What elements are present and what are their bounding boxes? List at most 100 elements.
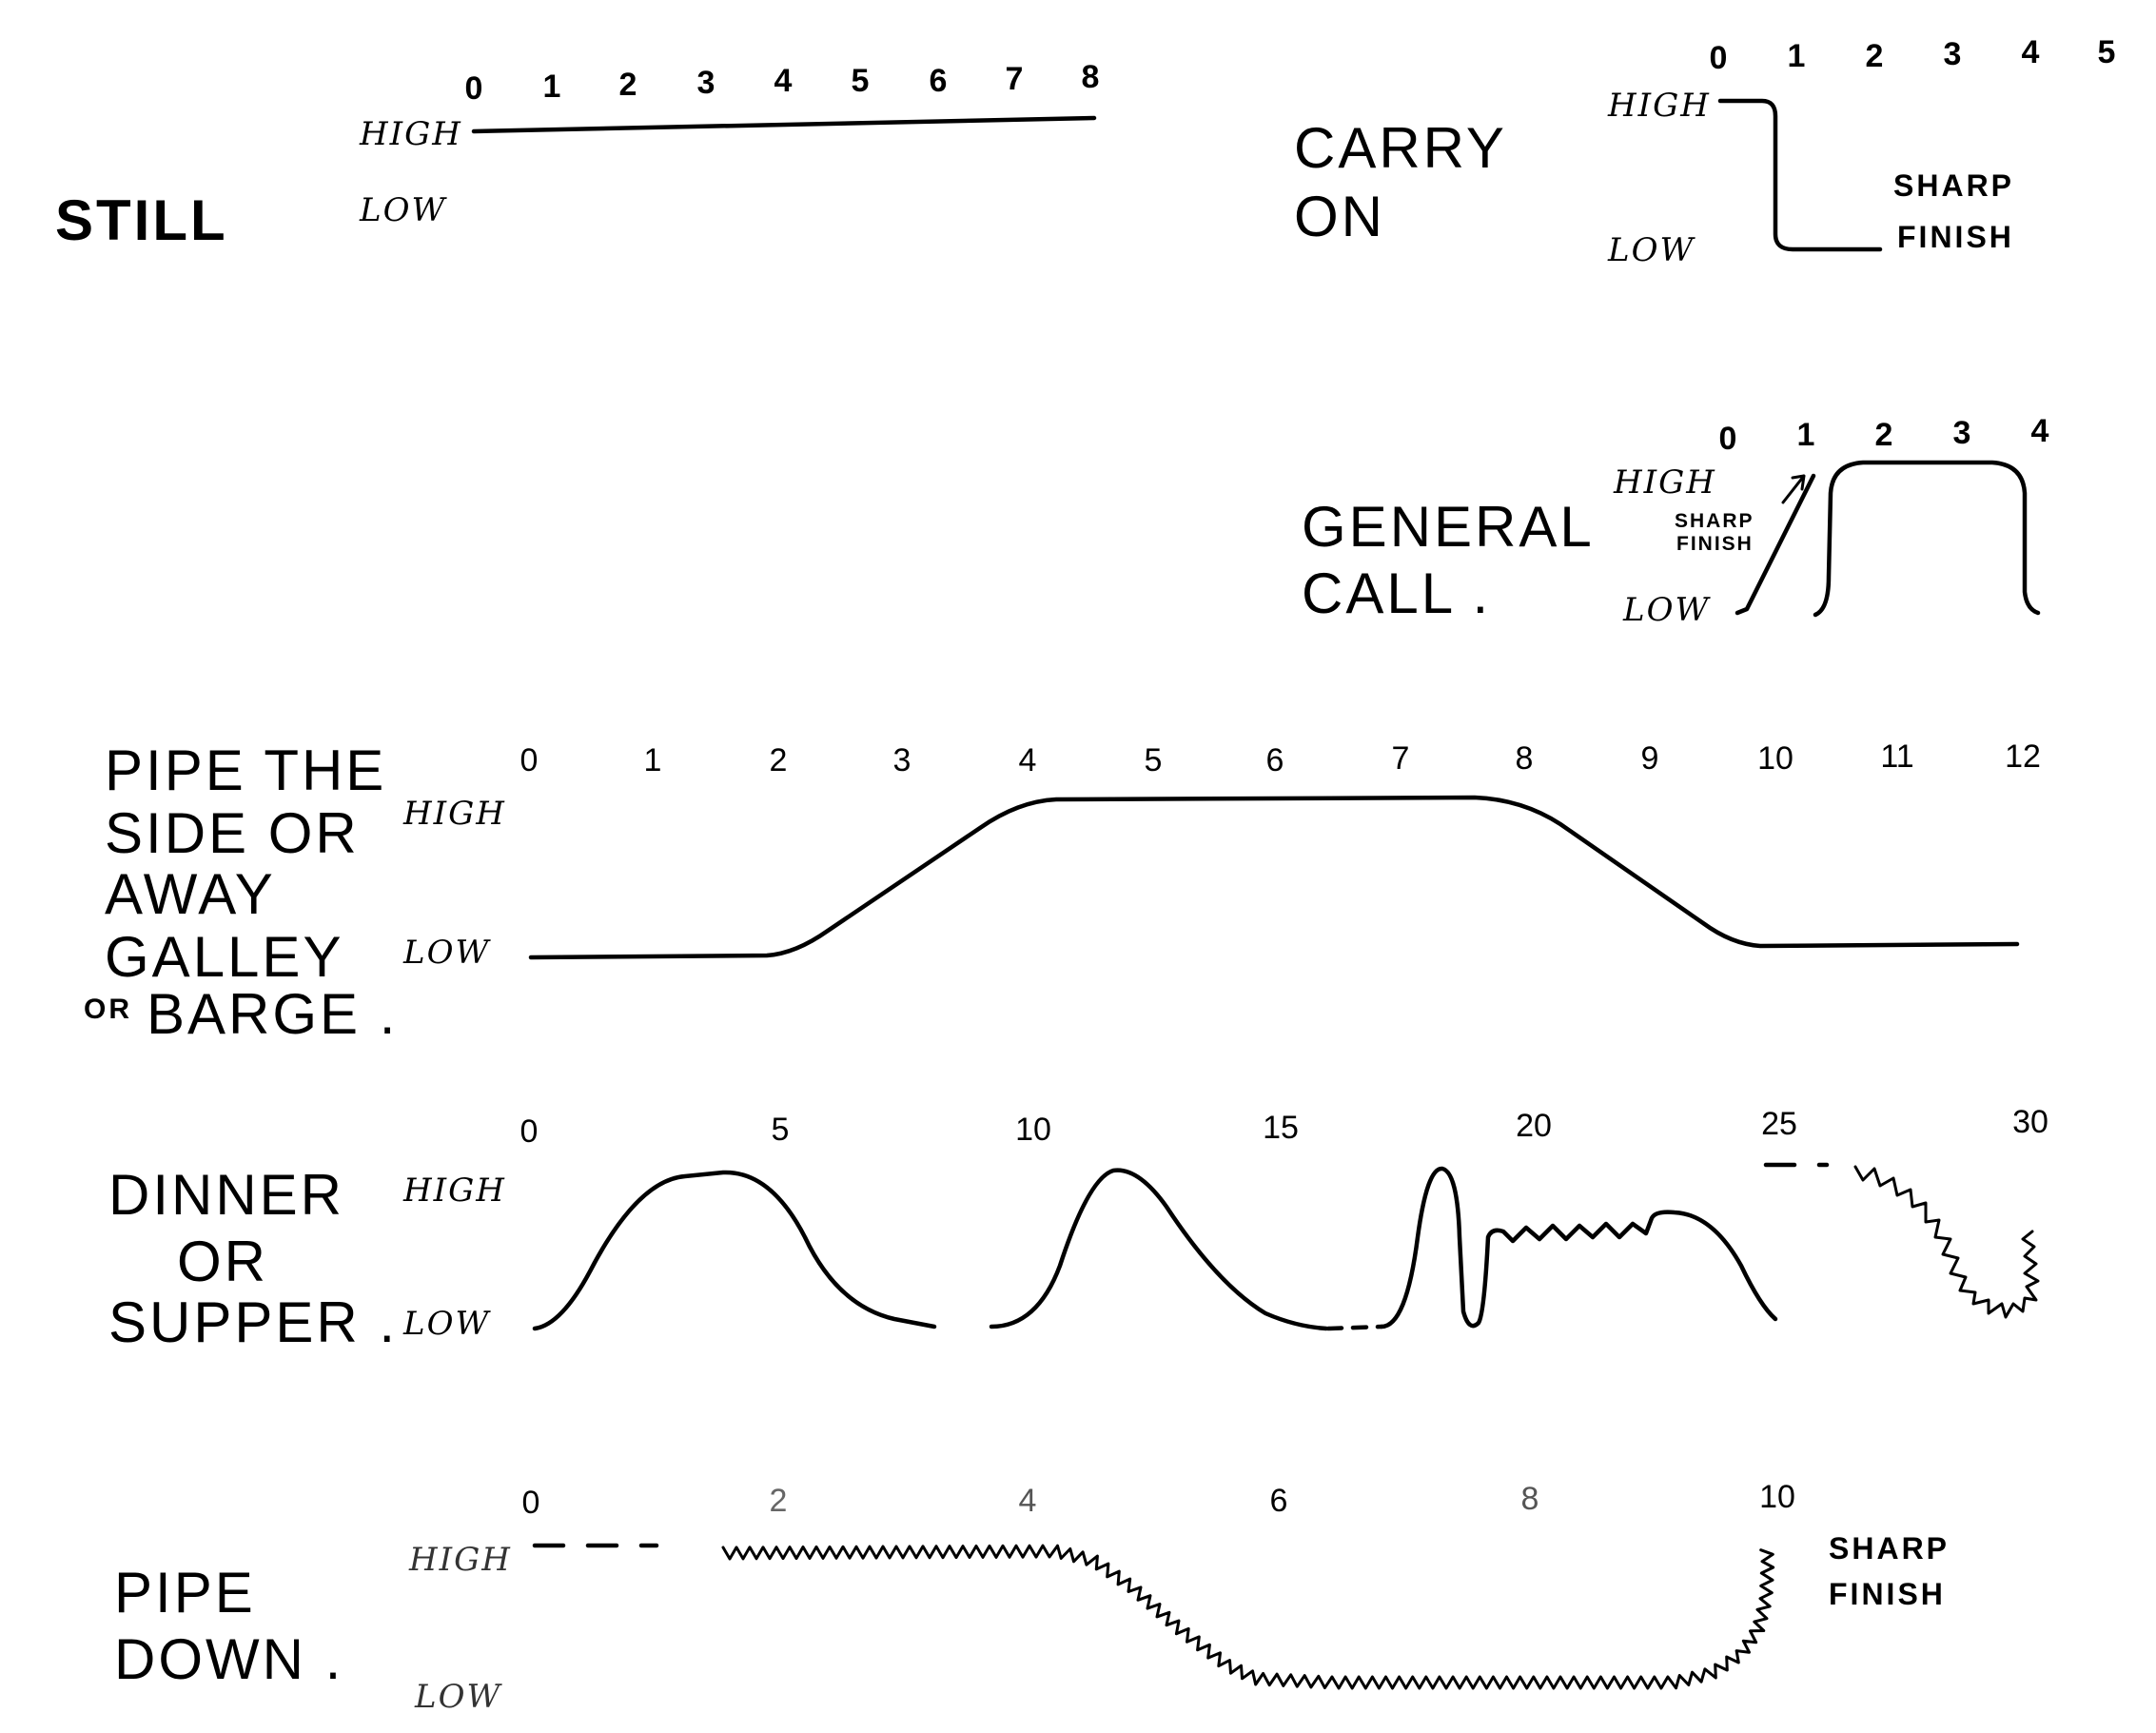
general-call-title-line2: CALL . [1302, 561, 1491, 625]
carry-on-tick: 2 [1866, 38, 1884, 74]
pipe-side-low-label: LOW [402, 934, 491, 972]
panel-still: STILL HIGH LOW 0 1 2 3 4 5 6 7 8 [55, 59, 1099, 252]
dinner-title-line1: DINNER [108, 1163, 344, 1227]
carry-on-tick: 3 [1944, 36, 1962, 72]
general-call-ticks: 0 1 2 3 4 [1719, 413, 2049, 457]
pipe-side-tick: 8 [1516, 740, 1534, 777]
carry-on-title-line1: CARRY [1294, 116, 1507, 180]
pipe-side-tick: 0 [520, 742, 539, 778]
pipe-side-tick: 4 [1019, 742, 1037, 778]
pipe-down-title-line1: PIPE [114, 1561, 256, 1625]
pipe-side-high-label: HIGH [402, 795, 506, 833]
pipe-side-tick: 2 [770, 742, 788, 778]
still-tick: 3 [697, 65, 715, 101]
still-tick: 5 [852, 63, 870, 99]
still-tick: 8 [1082, 59, 1100, 95]
pipe-down-tick: 10 [1759, 1479, 1795, 1515]
still-tick: 7 [1006, 61, 1024, 97]
still-ticks: 0 1 2 3 4 5 6 7 8 [465, 59, 1100, 107]
pipe-side-tick: 3 [893, 742, 911, 778]
pipe-down-ticks: 0 2 4 6 8 10 [522, 1479, 1795, 1521]
carry-on-pitch-curve [1717, 98, 1883, 252]
pipe-side-title-line4: GALLEY [105, 925, 343, 989]
dinner-note-1 [532, 1170, 937, 1331]
pipe-side-tick: 9 [1641, 740, 1659, 777]
pipe-down-low-label: LOW [414, 1678, 502, 1716]
pipe-side-tick: 10 [1757, 740, 1793, 777]
general-call-title-line1: GENERAL [1302, 495, 1595, 559]
pipe-side-tick: 6 [1266, 742, 1284, 778]
pipe-side-pitch-curve [528, 795, 2020, 960]
pipe-side-title-line1: PIPE THE [105, 738, 386, 802]
carry-on-ticks: 0 1 2 3 4 5 [1710, 34, 2116, 76]
dinner-title-line3: SUPPER . [108, 1290, 398, 1354]
dinner-tick: 20 [1516, 1108, 1552, 1144]
pipe-down-tick: 2 [770, 1483, 788, 1519]
still-tick: 0 [465, 70, 483, 107]
general-call-note-line2: FINISH [1676, 533, 1754, 555]
dinner-title-line2: OR [177, 1230, 268, 1293]
dinner-dash [1325, 1324, 1384, 1331]
carry-on-low-label: LOW [1607, 231, 1695, 269]
dinner-tick: 25 [1761, 1106, 1797, 1142]
carry-on-tick: 5 [2098, 34, 2116, 70]
general-call-arrow [1781, 474, 1806, 504]
pipe-side-title-line2: SIDE OR [105, 801, 360, 865]
pipe-down-high-label: HIGH [408, 1541, 512, 1579]
carry-on-tick: 0 [1710, 40, 1728, 76]
dinner-tick: 5 [772, 1112, 790, 1148]
carry-on-note-line2: FINISH [1897, 220, 2014, 254]
still-low-label: LOW [359, 191, 447, 229]
still-tick: 4 [774, 63, 793, 99]
panel-pipe-down: PIPE DOWN . HIGH LOW 0 2 4 6 8 10 SHARP … [114, 1479, 1947, 1716]
pipe-down-tick: 4 [1019, 1483, 1037, 1519]
pipe-side-ticks: 0 1 2 3 4 5 6 7 8 9 10 11 12 [520, 738, 2041, 778]
carry-on-tick: 4 [2022, 34, 2040, 70]
dinner-ticks: 0 5 10 15 20 25 30 [520, 1104, 2048, 1150]
general-call-tick: 2 [1875, 417, 1893, 453]
pipe-side-tick: 12 [2005, 738, 2041, 775]
still-tick: 6 [930, 63, 948, 99]
panel-carry-on: CARRY ON HIGH LOW 0 1 2 3 4 5 SHARP FINI… [1294, 34, 2115, 269]
dinner-note-3 [1379, 1166, 1778, 1329]
pipe-side-tick: 11 [1880, 738, 1913, 775]
pipe-side-tick: 1 [644, 742, 662, 778]
dinner-tick: 30 [2012, 1104, 2048, 1140]
general-call-high-label: HIGH [1613, 463, 1716, 502]
dinner-tick: 10 [1015, 1112, 1051, 1148]
dinner-high-label: HIGH [402, 1172, 506, 1210]
pipe-down-tick: 6 [1270, 1483, 1288, 1519]
carry-on-high-label: HIGH [1607, 87, 1711, 125]
pipe-side-tick: 5 [1145, 742, 1163, 778]
still-title: STILL [55, 188, 228, 252]
carry-on-tick: 1 [1788, 38, 1806, 74]
general-call-low-label: LOW [1622, 591, 1711, 629]
still-tick: 1 [543, 69, 561, 105]
general-call-tick: 1 [1797, 417, 1815, 453]
pipe-down-trill [721, 1544, 1775, 1690]
still-tick: 2 [619, 67, 637, 103]
panel-dinner: DINNER OR SUPPER . HIGH LOW 0 5 10 15 20… [108, 1104, 2048, 1354]
general-call-tick: 4 [2031, 413, 2049, 449]
pipe-side-title-line5: BARGE . [147, 982, 398, 1046]
carry-on-note-line1: SHARP [1893, 168, 2014, 203]
panel-pipe-the-side: PIPE THE SIDE OR AWAY GALLEY OR BARGE . … [84, 738, 2041, 1046]
dinner-note-2 [989, 1168, 1329, 1331]
general-call-rising-slide [1735, 473, 1816, 616]
pipe-side-title-line3: AWAY [105, 862, 276, 926]
still-high-label: HIGH [359, 115, 462, 153]
pipe-down-tick: 8 [1521, 1481, 1539, 1517]
panel-general-call: GENERAL CALL . HIGH LOW 0 1 2 3 4 SHARP … [1302, 413, 2049, 629]
general-call-pitch-curve [1813, 460, 2041, 618]
pipe-side-title-prefix: OR [84, 994, 132, 1025]
general-call-note-line1: SHARP [1675, 510, 1754, 532]
pipe-side-tick: 7 [1392, 740, 1410, 777]
dinner-low-label: LOW [402, 1305, 491, 1343]
dinner-tick: 15 [1263, 1110, 1299, 1146]
still-pitch-curve [471, 115, 1097, 134]
general-call-tick: 0 [1719, 421, 1737, 457]
pipe-down-title-line2: DOWN . [114, 1627, 343, 1691]
dinner-trill [1853, 1165, 2040, 1319]
